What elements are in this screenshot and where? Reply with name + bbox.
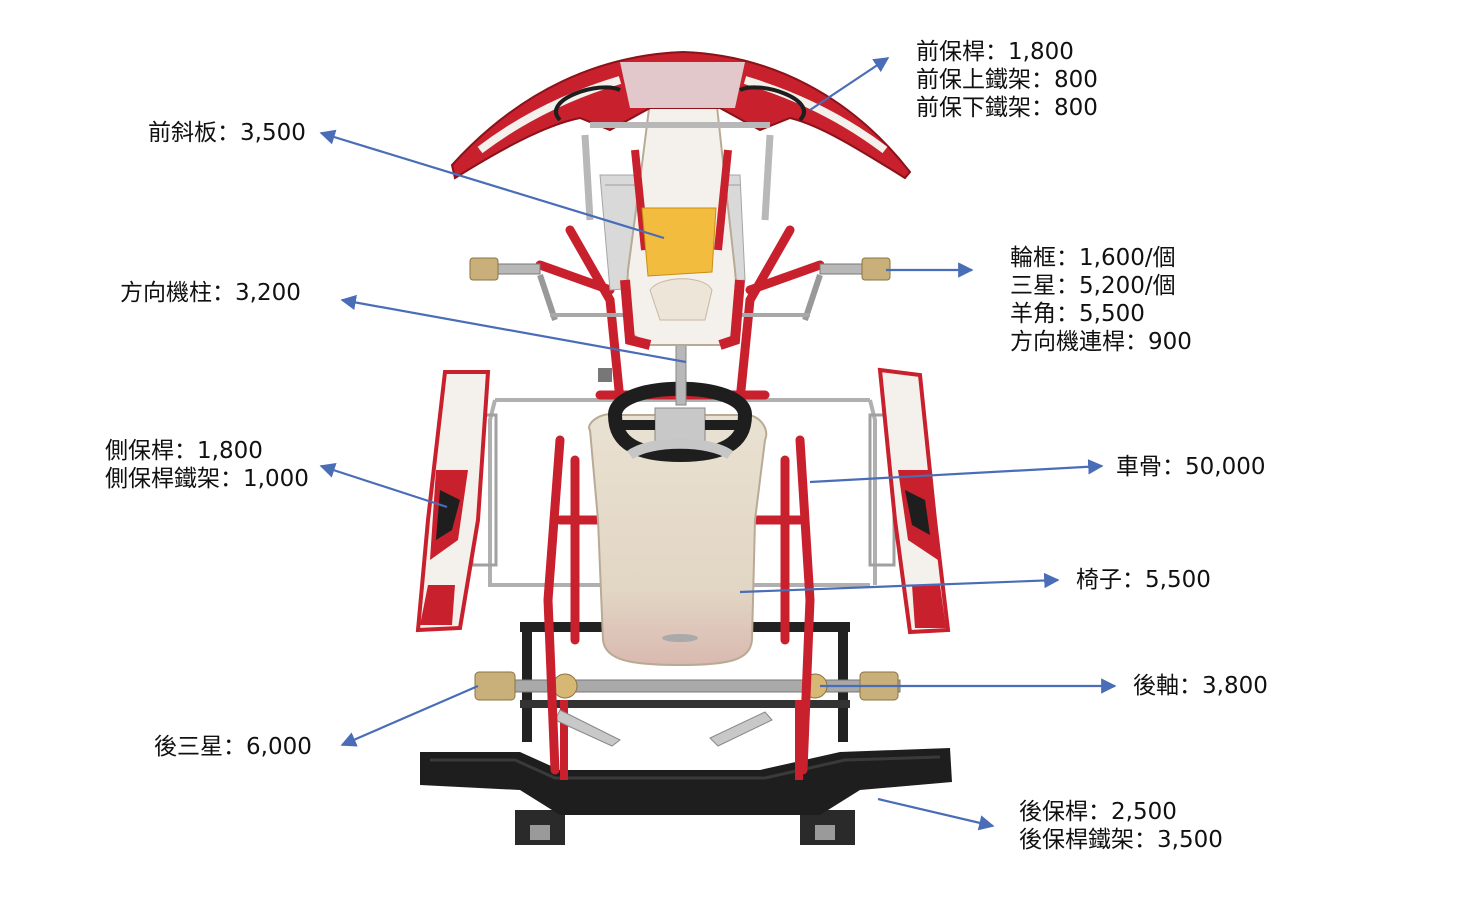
label-line: 後三星：6,000 [154,734,312,760]
label-side-bumper: 側保桿：1,800 側保桿鐵架：1,000 [105,437,309,493]
arrow-rear-hub [340,684,479,747]
callout-arrows [319,57,1117,831]
steering-wheel [607,381,753,463]
label-line: 側保桿：1,800 [105,438,263,464]
label-line: 後保桿鐵架：3,500 [1019,827,1223,853]
front-bumper-shape [450,50,912,221]
label-wheel-parts: 輪框：1,600/個 三星：5,200/個 羊角：5,500 方向機連桿：900 [1010,244,1192,356]
label-line: 前保桿：1,800 [916,39,1074,65]
rear-axle-shape [474,671,901,747]
label-line: 椅子：5,500 [1076,567,1211,593]
front-panel-shape [620,76,745,350]
label-line: 方向機柱：3,200 [120,280,301,306]
label-line: 前斜板：3,500 [148,120,306,146]
label-seat: 椅子：5,500 [1076,566,1211,594]
label-chassis: 車骨：50,000 [1116,453,1265,481]
label-line: 方向機連桿：900 [1010,329,1192,355]
arrow-steering-column [340,294,687,364]
kart-illustration [415,50,952,845]
label-line: 輪框：1,600/個 [1010,245,1176,271]
label-line: 後保桿：2,500 [1019,799,1177,825]
label-rear-axle: 後軸：3,800 [1133,672,1268,700]
label-front-panel: 前斜板：3,500 [148,119,306,147]
label-line: 羊角：5,500 [1010,301,1145,327]
label-line: 三星：5,200/個 [1010,273,1176,299]
label-line: 側保桿鐵架：1,000 [105,466,309,492]
label-rear-bumper: 後保桿：2,500 後保桿鐵架：3,500 [1019,798,1223,854]
label-line: 車骨：50,000 [1116,454,1266,480]
left-side-pod [415,370,491,633]
rear-bumper-shape [420,748,952,845]
label-line: 前保下鐵架：800 [916,95,1098,121]
label-rear-hub: 後三星：6,000 [154,733,312,761]
arrow-rear-bumper [877,797,995,831]
label-line: 前保上鐵架：800 [916,67,1098,93]
label-front-bumper: 前保桿：1,800 前保上鐵架：800 前保下鐵架：800 [916,38,1098,122]
arrow-seat [739,572,1060,594]
arrow-side-bumper [319,462,448,509]
right-side-pod [877,367,951,635]
arrow-front-bumper [809,57,890,111]
arrow-front-panel [319,129,665,240]
label-line: 後軸：3,800 [1133,673,1268,699]
arrow-chassis [809,459,1104,484]
label-steering-column: 方向機柱：3,200 [120,279,301,307]
